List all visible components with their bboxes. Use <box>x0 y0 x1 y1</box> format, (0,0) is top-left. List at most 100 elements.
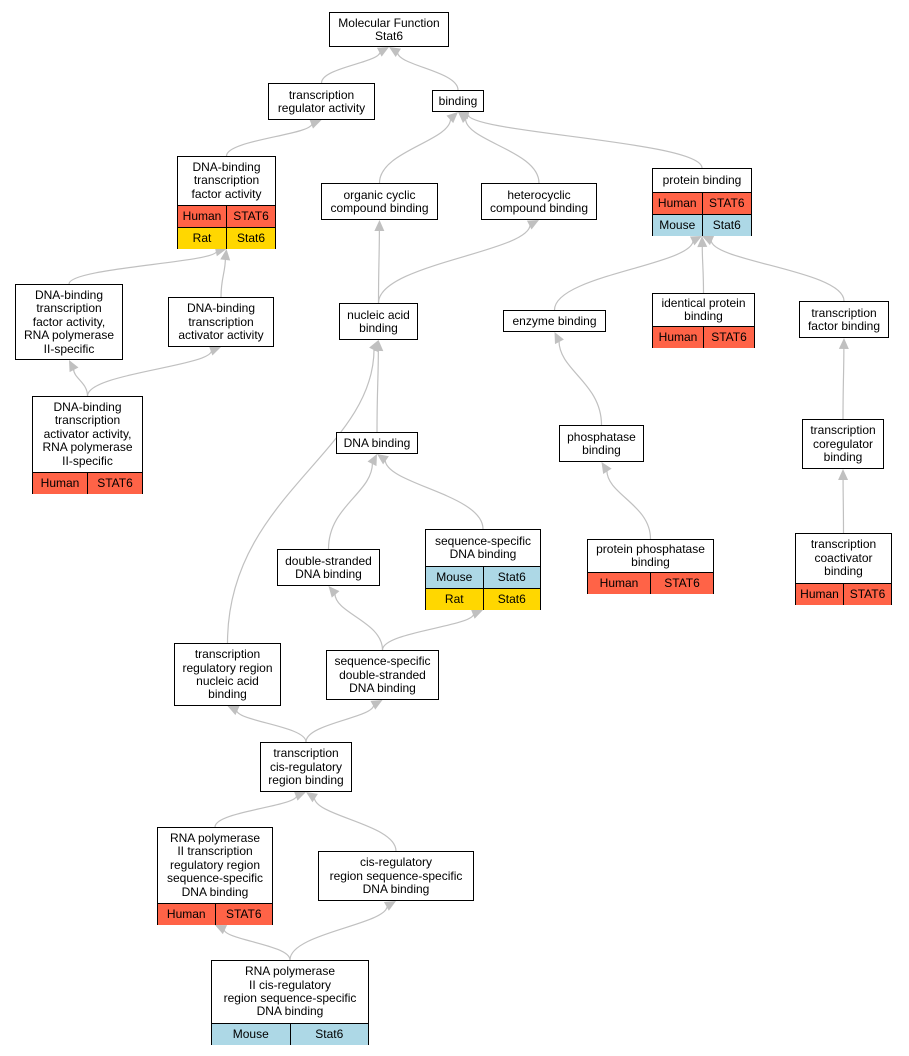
go-term-label: protein binding <box>662 172 742 187</box>
edge-arrowhead <box>470 609 483 619</box>
go-term-node[interactable]: phosphatase binding <box>559 425 644 462</box>
species-annotation-row: Human STAT6 <box>33 472 142 494</box>
go-term-node[interactable]: enzyme binding <box>503 310 606 332</box>
go-term-node[interactable]: DNA-binding transcription activator acti… <box>168 297 274 347</box>
go-term-label: transcription regulator activity <box>277 87 366 115</box>
edge-arrowhead <box>220 249 231 261</box>
edge-arrowhead <box>446 112 458 124</box>
go-term-node[interactable]: transcription coregulator binding <box>802 419 884 469</box>
go-term-label: transcription coregulator binding <box>810 423 876 465</box>
go-term-node[interactable]: DNA-binding transcription activator acti… <box>32 396 143 494</box>
gene-symbol: Stat6 <box>701 215 752 236</box>
go-term-node[interactable]: DNA binding <box>336 432 418 454</box>
go-term-node[interactable]: DNA-binding transcription factor activit… <box>177 156 276 249</box>
species-name: Rat <box>444 592 464 606</box>
species-name: Human <box>658 330 698 344</box>
go-term-node[interactable]: heterocyclic compound binding <box>481 183 597 220</box>
species-name: Rat <box>192 231 212 245</box>
gene-symbol: Stat6 <box>226 228 275 249</box>
go-term-label: sequence-specific DNA binding <box>434 533 532 561</box>
species-name: Mouse <box>659 218 696 232</box>
edge-line <box>220 258 226 298</box>
go-term-label: sequence-specific double-stranded DNA bi… <box>334 654 431 696</box>
edge-line <box>381 613 475 651</box>
edge-line <box>467 113 703 169</box>
go-term-node[interactable]: cis-regulatory region sequence-specific … <box>318 851 474 901</box>
edge-line <box>396 52 459 91</box>
edge-arrowhead <box>369 340 379 353</box>
gene-symbol: Stat6 <box>289 1024 369 1045</box>
edge-line <box>327 462 374 550</box>
edge-arrowhead <box>458 109 470 120</box>
edge-arrowhead <box>697 236 708 248</box>
go-term-node[interactable]: transcription factor binding <box>799 301 889 338</box>
go-term-node[interactable]: Molecular Function Stat6 <box>329 12 449 47</box>
edge-line <box>223 928 291 961</box>
go-term-node[interactable]: organic cyclic compound binding <box>321 183 438 220</box>
go-term-node[interactable]: double-stranded DNA binding <box>277 549 380 586</box>
go-term-node[interactable]: DNA-binding transcription factor activit… <box>15 284 123 360</box>
edge-arrowhead <box>370 700 383 710</box>
edge-line <box>289 905 388 961</box>
gene-symbol: STAT6 <box>87 473 142 494</box>
edge-line <box>376 349 379 433</box>
go-term-label: heterocyclic compound binding <box>489 187 589 215</box>
go-term-label: DNA-binding transcription factor activit… <box>23 287 115 356</box>
edge-line <box>553 240 694 311</box>
go-term-label: double-stranded DNA binding <box>285 553 372 581</box>
edge-arrowhead <box>383 901 396 911</box>
go-term-node[interactable]: sequence-specific double-stranded DNA bi… <box>326 650 439 700</box>
edge-arrowhead <box>689 236 702 246</box>
go-term-node[interactable]: transcription cis-regulatory region bind… <box>260 742 352 792</box>
edge-line <box>334 593 384 651</box>
edge-arrowhead <box>838 469 849 481</box>
edge-line <box>68 250 218 285</box>
go-term-label: transcription coactivator binding <box>810 537 877 579</box>
go-term-label: identical protein binding <box>661 295 746 323</box>
edge-arrowhead <box>377 454 389 465</box>
gene-symbol: Stat6 <box>482 589 541 610</box>
species-annotation-row: Rat Stat6 <box>426 588 540 610</box>
edge-line <box>377 224 531 304</box>
species-annotation-row: Mouse Stat6 <box>212 1023 368 1045</box>
go-term-label: organic cyclic compound binding <box>330 187 429 215</box>
gene-symbol: STAT6 <box>214 904 273 925</box>
edge-line <box>558 340 603 426</box>
go-term-label: transcription cis-regulatory region bind… <box>268 746 344 788</box>
go-term-label: Molecular Function Stat6 <box>338 15 440 43</box>
go-term-node[interactable]: transcription regulator activity <box>268 83 375 120</box>
edge-arrowhead <box>309 119 322 129</box>
gene-symbol: STAT6 <box>650 573 713 594</box>
edge-line <box>86 350 213 397</box>
species-name: Mouse <box>232 1027 269 1041</box>
edge-line <box>710 239 845 302</box>
go-term-node[interactable]: transcription regulatory region nucleic … <box>174 643 281 706</box>
edge-arrowhead <box>601 462 612 474</box>
go-term-node[interactable]: binding <box>432 90 484 112</box>
go-term-node[interactable]: nucleic acid binding <box>339 303 418 340</box>
edge-line <box>378 118 452 184</box>
go-term-label: binding <box>438 93 478 108</box>
edge-arrowhead <box>376 47 389 57</box>
species-name: Mouse <box>436 570 473 584</box>
go-term-label: protein phosphatase binding <box>596 541 705 569</box>
go-term-node[interactable]: RNA polymerase II cis-regulatory region … <box>211 960 369 1045</box>
go-term-node[interactable]: RNA polymerase II transcription regulato… <box>157 827 273 925</box>
go-term-label: transcription factor binding <box>807 305 881 333</box>
species-name: Human <box>657 196 697 210</box>
species-name: Human <box>40 476 80 490</box>
go-term-label: DNA-binding transcription factor activit… <box>191 159 262 201</box>
edge-arrowhead <box>526 220 539 230</box>
gene-symbol: Stat6 <box>482 567 541 588</box>
species-name: Human <box>166 907 206 921</box>
edge-arrowhead <box>215 925 228 935</box>
edge-line <box>606 470 652 540</box>
